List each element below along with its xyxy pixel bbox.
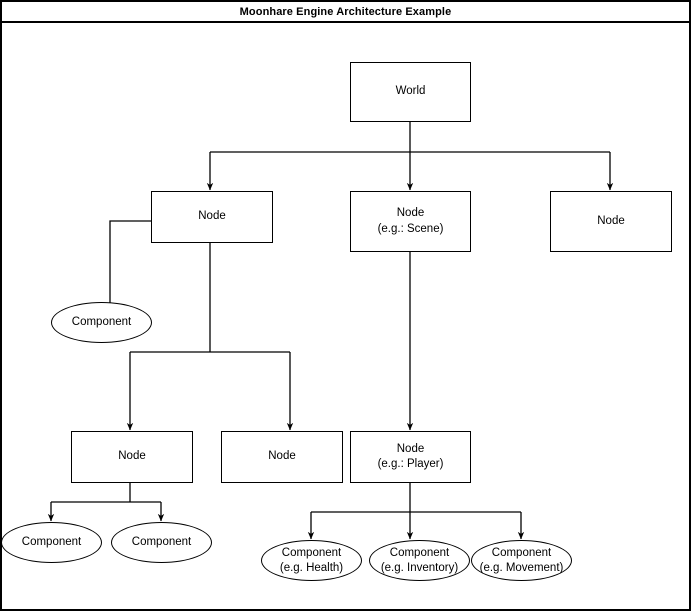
node-a1-label: Node	[118, 450, 146, 463]
edge-node-a-comp-a	[106, 220, 151, 312]
component-movement[interactable]: Component (e.g. Movement)	[471, 540, 572, 581]
node-scene-label-line1: Node	[396, 207, 425, 220]
component-a-label: Component	[71, 316, 132, 329]
node-world[interactable]: World	[350, 62, 471, 122]
node-a[interactable]: Node	[151, 191, 273, 243]
component-a1-2-label: Component	[131, 536, 192, 549]
node-player[interactable]: Node (e.g.: Player)	[350, 431, 471, 483]
component-inventory-label-line2: (e.g. Inventory)	[380, 561, 459, 574]
node-scene-label-line2: (e.g.: Scene)	[377, 222, 444, 235]
node-a-label: Node	[198, 210, 226, 223]
node-a1[interactable]: Node	[71, 431, 193, 483]
component-a1-1[interactable]: Component	[2, 522, 102, 563]
node-a2-label: Node	[268, 450, 296, 463]
node-c[interactable]: Node	[550, 191, 672, 252]
component-health-label-line1: Component	[281, 546, 342, 559]
component-health-label-line2: (e.g. Health)	[279, 561, 344, 574]
node-world-label: World	[395, 85, 426, 98]
diagram-body: World Node Node (e.g.: Scene) Node Compo…	[2, 23, 689, 609]
component-a[interactable]: Component	[51, 302, 152, 343]
node-scene[interactable]: Node (e.g.: Scene)	[350, 191, 471, 252]
component-movement-label-line1: Component	[491, 546, 552, 559]
node-player-label-line1: Node	[396, 442, 425, 455]
component-inventory[interactable]: Component (e.g. Inventory)	[369, 540, 470, 581]
page-title: Moonhare Engine Architecture Example	[239, 5, 452, 18]
component-a1-1-label: Component	[21, 536, 82, 549]
component-movement-label-line2: (e.g. Movement)	[479, 561, 564, 574]
component-health[interactable]: Component (e.g. Health)	[261, 540, 362, 581]
node-a2[interactable]: Node	[221, 431, 343, 483]
node-player-label-line2: (e.g.: Player)	[377, 458, 444, 470]
diagram-title-bar: Moonhare Engine Architecture Example	[2, 2, 689, 23]
component-a1-2[interactable]: Component	[111, 522, 212, 563]
component-inventory-label-line1: Component	[389, 546, 450, 559]
node-c-label: Node	[597, 214, 625, 227]
